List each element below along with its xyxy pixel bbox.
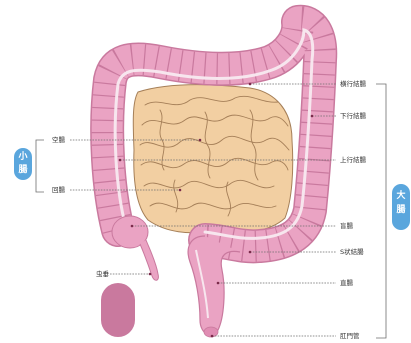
- large-intestine-group: 大 腸: [376, 84, 410, 338]
- label-transverse-colon: 横行結腸: [340, 79, 367, 88]
- svg-text:腸: 腸: [396, 204, 405, 215]
- svg-text:腸: 腸: [18, 164, 27, 175]
- small-intestine-group: 小 腸: [14, 140, 44, 192]
- label-appendix: 虫垂: [96, 269, 110, 278]
- label-jejunum: 空腸: [52, 135, 66, 144]
- label-rectum: 直腸: [340, 278, 354, 287]
- labels-right: 横行結腸 下行結腸 上行結腸 盲腸 S状結腸 直腸 肛門管: [340, 79, 367, 340]
- small-intestine: [133, 85, 292, 233]
- label-descending-colon: 下行結腸: [340, 111, 367, 120]
- svg-text:大: 大: [396, 189, 405, 201]
- label-anus: 肛門管: [340, 331, 360, 340]
- label-ascending-colon: 上行結腸: [340, 155, 367, 164]
- label-sigmoid-colon: S状結腸: [340, 247, 364, 256]
- label-ileum: 回腸: [52, 186, 66, 194]
- label-cecum: 盲腸: [340, 221, 354, 230]
- svg-text:小: 小: [17, 150, 27, 162]
